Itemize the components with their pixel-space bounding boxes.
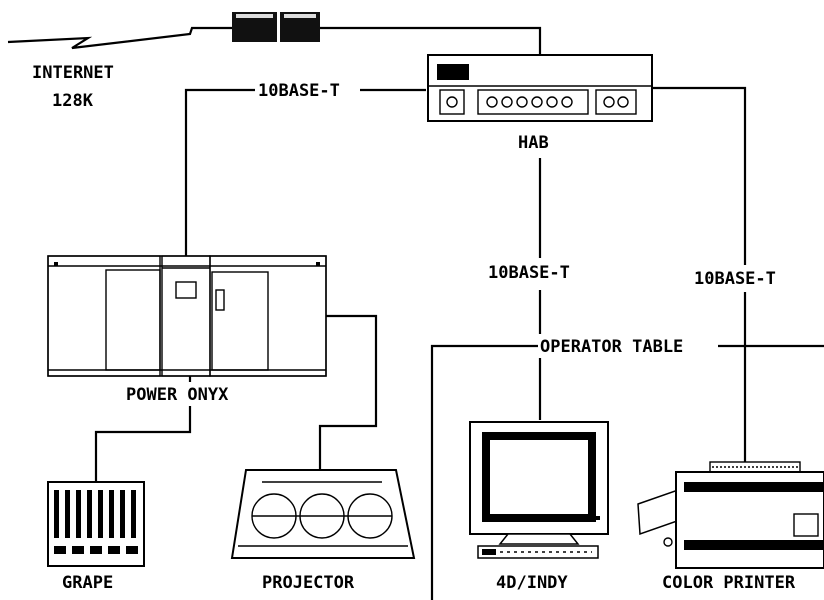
operator-table-label: OPERATOR TABLE <box>540 337 683 357</box>
grape-unit <box>48 482 144 566</box>
color-printer-device <box>638 462 824 568</box>
indy-workstation <box>470 422 608 558</box>
hub-onyx-link <box>186 90 255 260</box>
link-right-label: 10BASE-T <box>694 269 776 289</box>
grape-label: GRAPE <box>62 573 113 593</box>
modem-device <box>232 12 320 42</box>
hub-printer-link <box>652 88 745 265</box>
onyx-projector-link <box>320 316 376 470</box>
indy-label: 4D/INDY <box>496 573 568 593</box>
internet-label: INTERNET <box>32 63 114 83</box>
internet-link <box>8 28 232 48</box>
hub-label: HAB <box>518 133 549 153</box>
link-mid-label: 10BASE-T <box>488 263 570 283</box>
projector-label: PROJECTOR <box>262 573 355 593</box>
hub-device <box>428 55 652 121</box>
color-printer-label: COLOR PRINTER <box>662 573 796 593</box>
internet-speed-label: 128K <box>52 91 94 111</box>
projector-unit <box>232 470 414 558</box>
power-onyx-server <box>48 256 326 376</box>
link-top-label: 10BASE-T <box>258 81 340 101</box>
modem-hub-link <box>318 28 540 55</box>
power-onyx-label: POWER ONYX <box>126 385 229 405</box>
